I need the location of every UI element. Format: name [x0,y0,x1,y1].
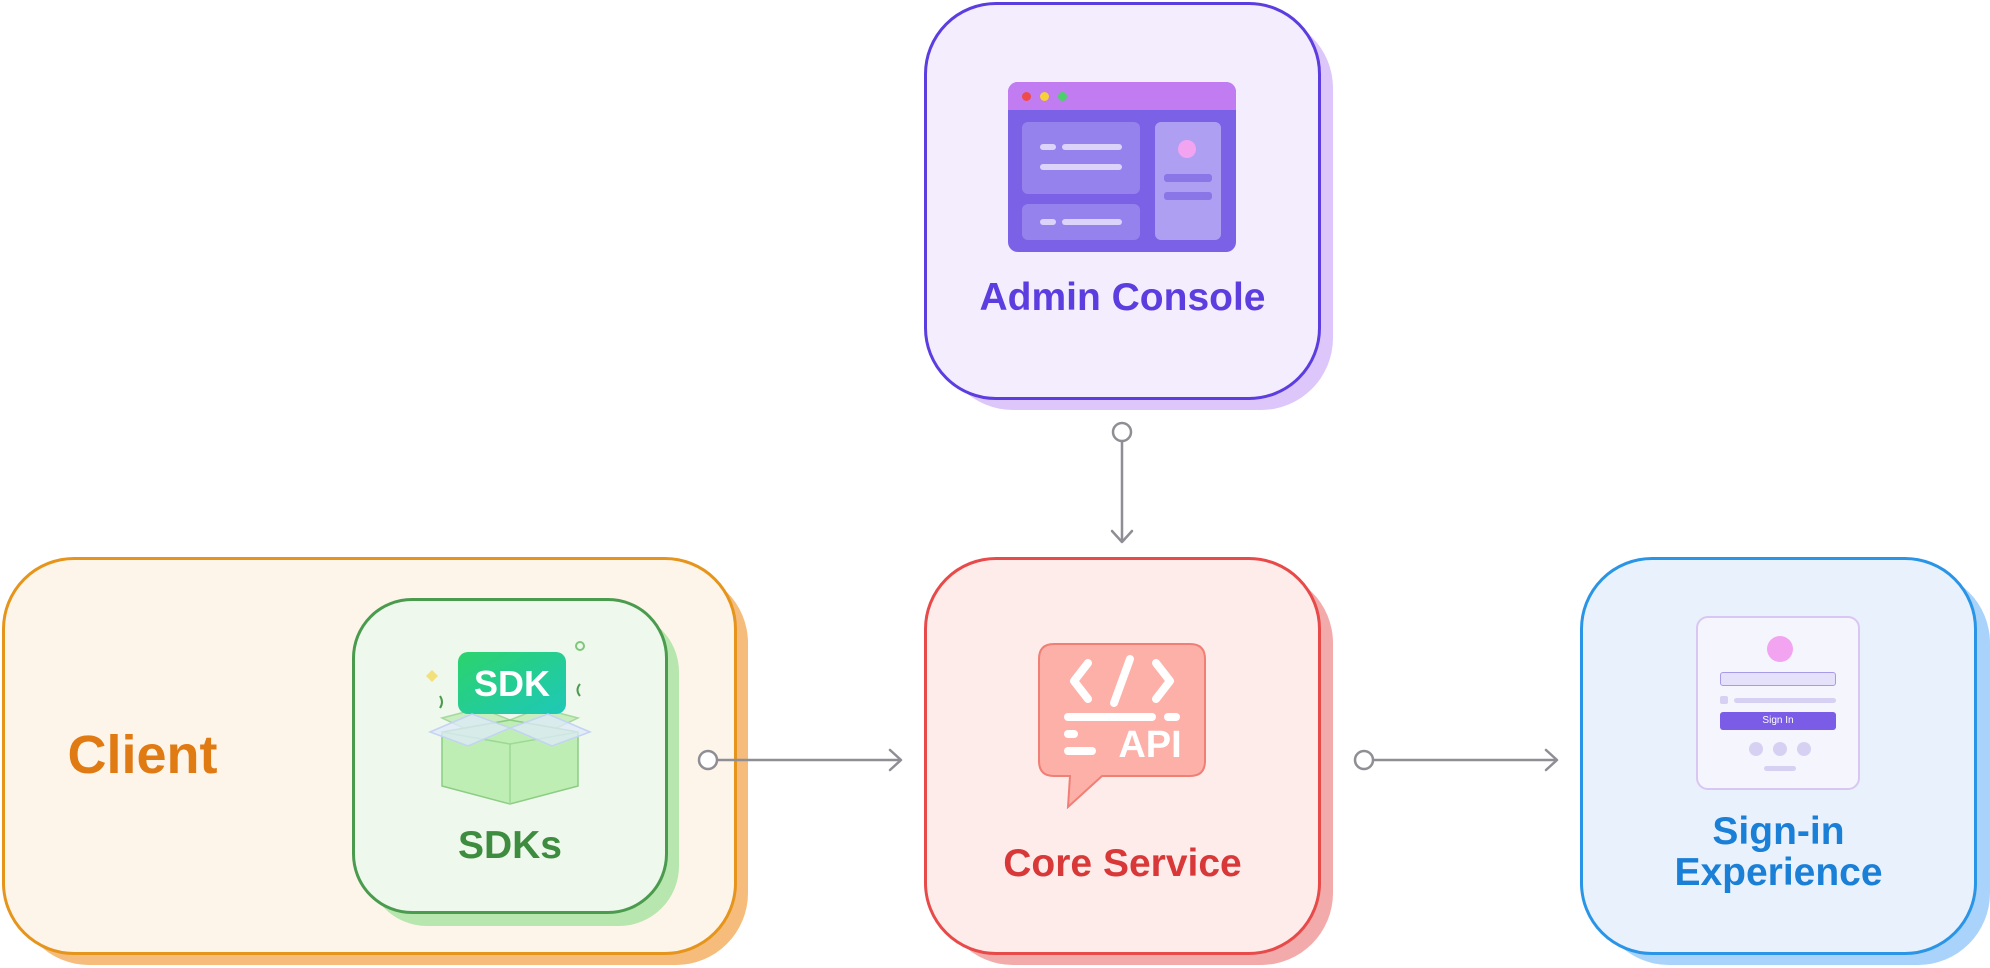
signin-button-icon: Sign In [1720,712,1836,730]
sdks-label: SDKs [457,824,563,867]
signin-form-icon: Sign In [1696,616,1860,790]
sdk-badge-text: SDK [474,663,550,704]
admin-console-window-icon [1008,82,1236,252]
api-code-bubble-icon: API [1038,643,1206,810]
api-badge-text: API [1118,724,1181,766]
client-label: Client [67,725,218,785]
signin-label-line1: Sign-in [1712,810,1845,853]
signin-label-line2: Experience [1674,850,1883,894]
core-to-signin-connector [1353,748,1559,772]
admin-to-core-connector [1110,421,1134,544]
core-service-label: Core Service [1003,842,1242,885]
sdks-to-core-connector [697,748,903,772]
admin-console-label: Admin Console [979,276,1266,319]
signin-experience-label: Sign-in Experience [1580,810,1977,894]
signin-button-text: Sign In [1762,715,1794,726]
sdk-box-icon: SDK [426,641,593,805]
